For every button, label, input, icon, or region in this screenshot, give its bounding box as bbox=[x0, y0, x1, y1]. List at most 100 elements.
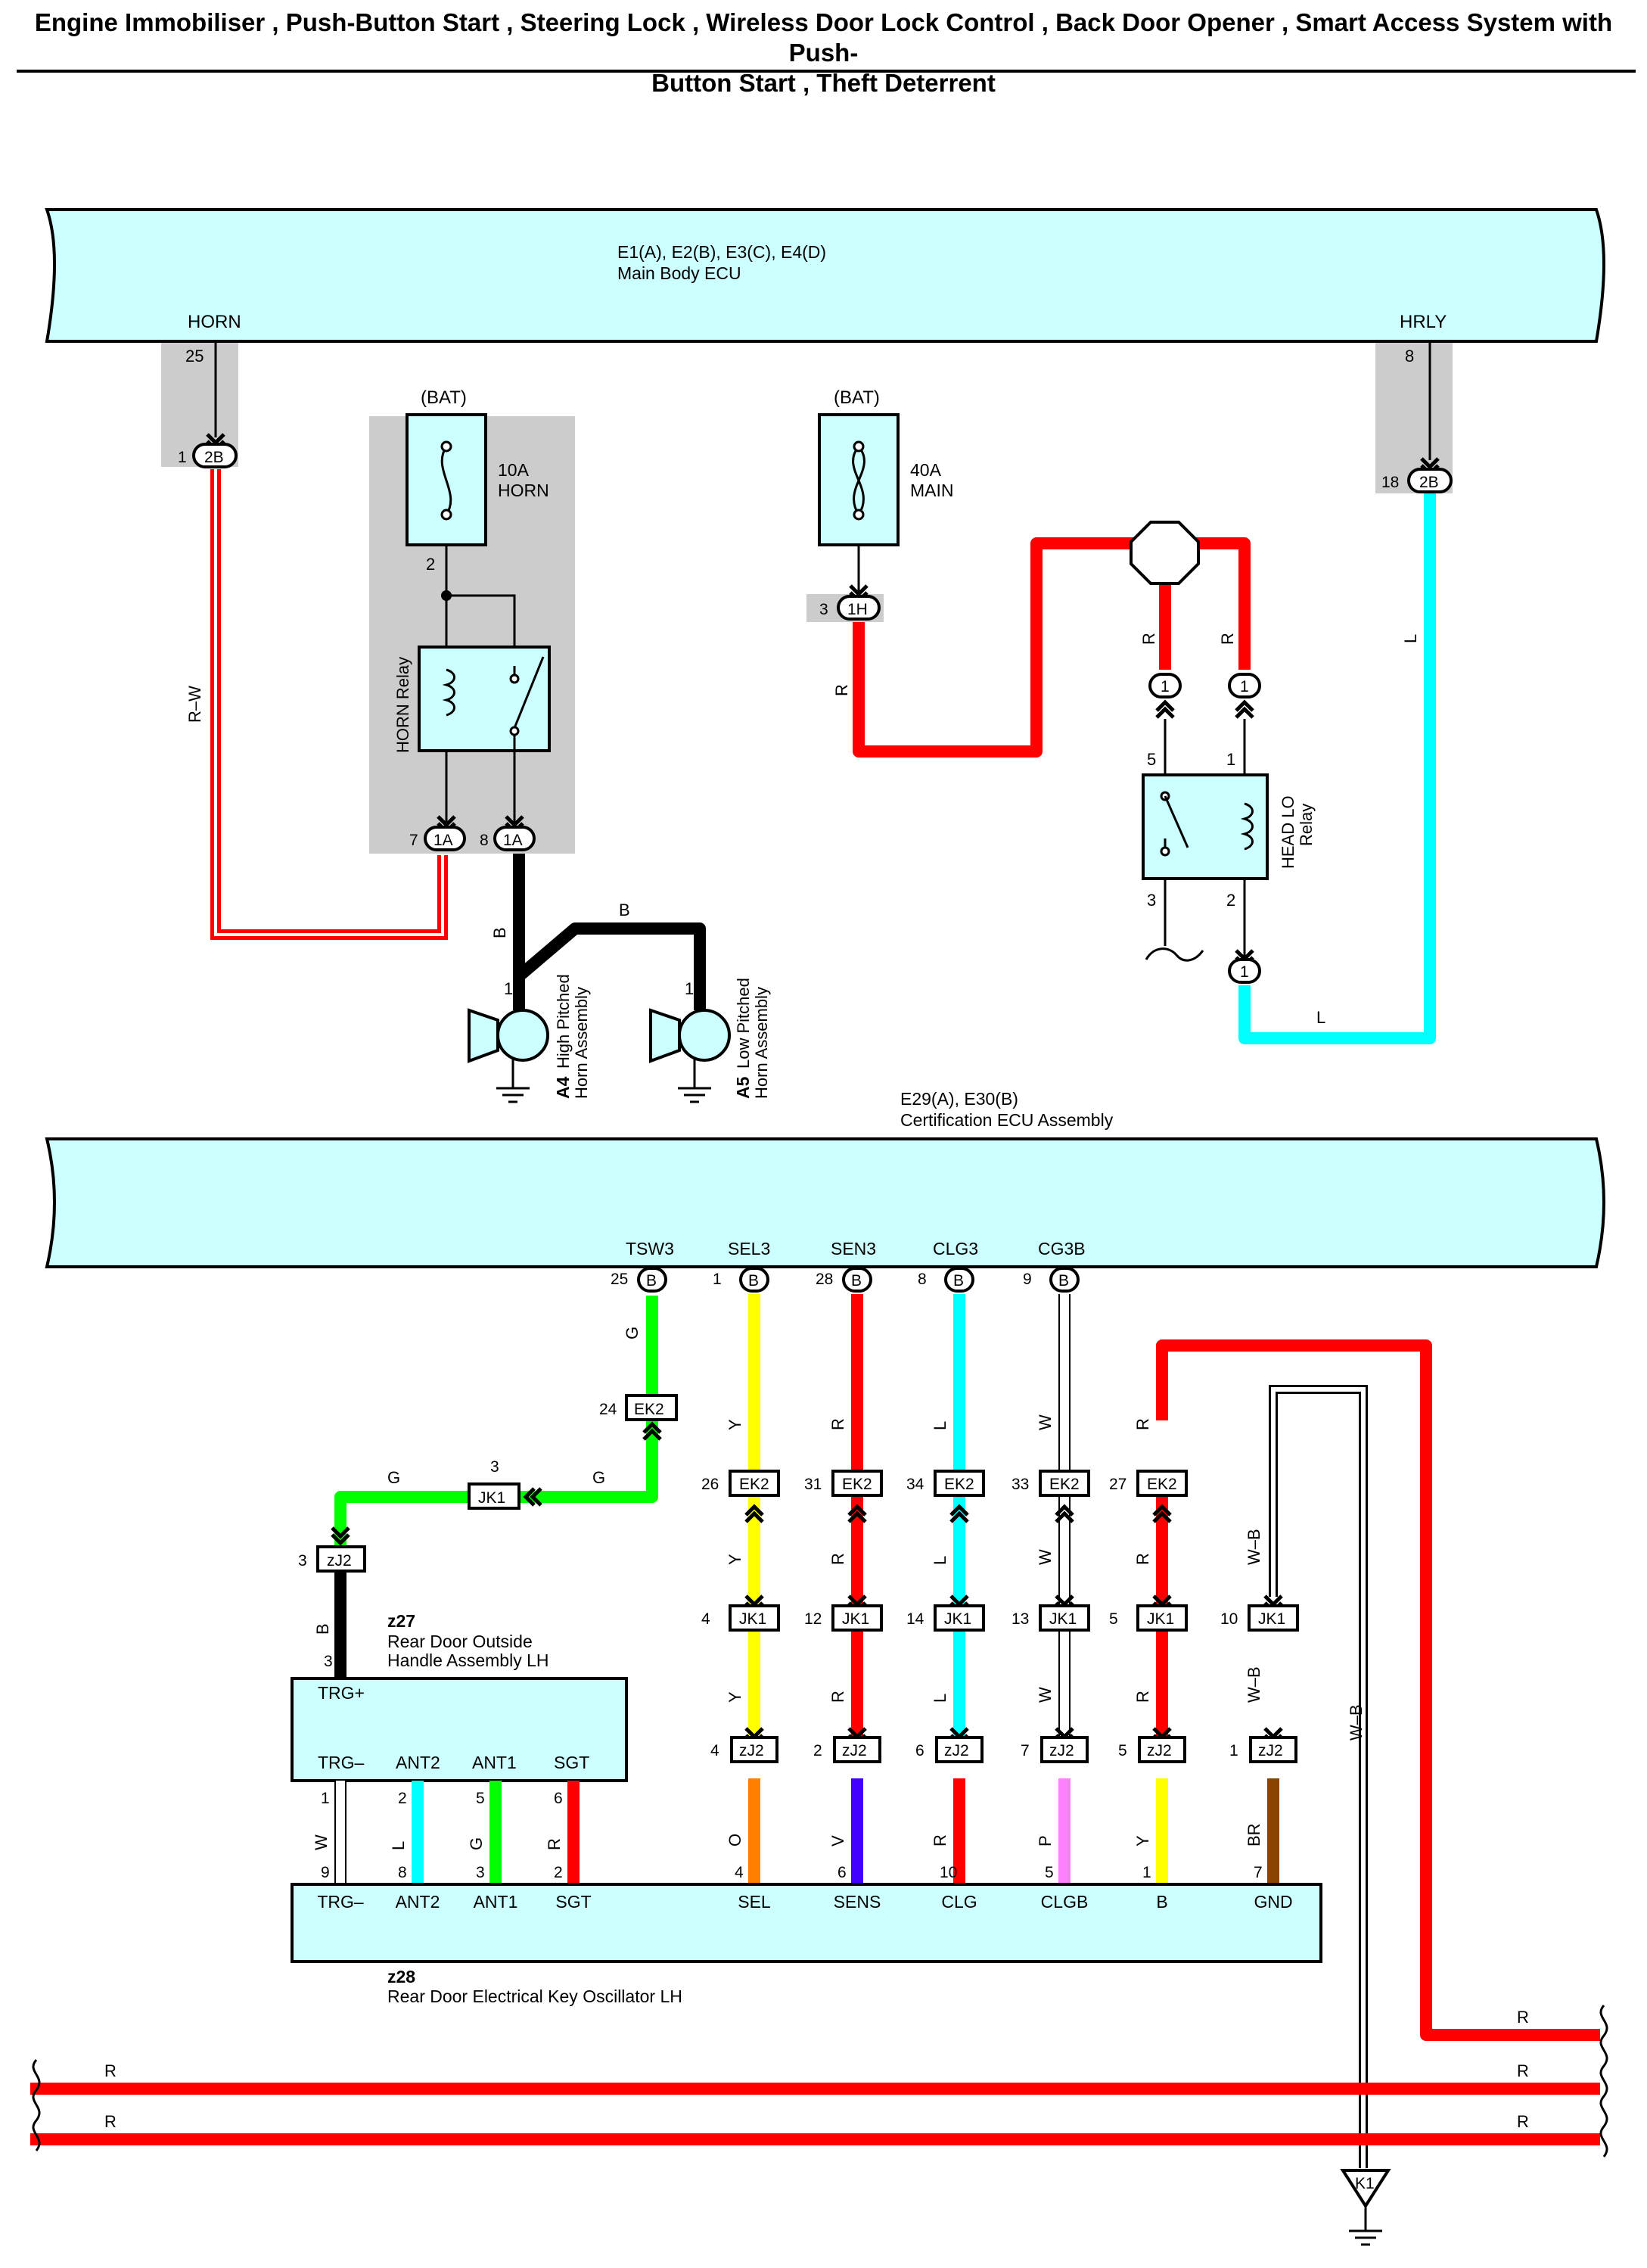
fuse-10a-amp: 10A bbox=[498, 460, 530, 480]
signal-wires: YEK226YJK14YzJ24O4REK231RJK112RzJ22V6LEK… bbox=[701, 1294, 1299, 1884]
connector-1-a bbox=[1148, 673, 1182, 698]
title-line-2: Button Start , Theft Deterrent bbox=[651, 69, 996, 97]
handle-pin-1-osc-num: 8 bbox=[398, 1864, 407, 1881]
col-2-wire-mid-label: L bbox=[931, 1556, 949, 1565]
col-0-wire-mid-label: Y bbox=[726, 1554, 744, 1565]
connector-zj2-tsw-label: zJ2 bbox=[327, 1552, 352, 1570]
col-0-zj2-label: zJ2 bbox=[739, 1742, 764, 1759]
col-3-jk1-label: JK1 bbox=[1049, 1610, 1077, 1628]
col-5-jk1-label: JK1 bbox=[1258, 1610, 1285, 1628]
col-0-wire-low-label: Y bbox=[726, 1691, 744, 1703]
col-4-jk1-label: JK1 bbox=[1147, 1610, 1174, 1628]
col-3-ek2 bbox=[1039, 1470, 1090, 1497]
connector-jk1-tsw-label: JK1 bbox=[478, 1489, 505, 1507]
handle-pin-1-num: 2 bbox=[398, 1790, 407, 1807]
col-1-zj2-num: 2 bbox=[813, 1742, 822, 1759]
handle-pin-2-osc-num: 3 bbox=[476, 1864, 485, 1881]
oscillator-z28: z28 Rear Door Electrical Key Oscillator … bbox=[291, 1883, 1322, 2006]
horn-pin-num: 25 bbox=[185, 347, 204, 366]
col-5-zj2-num: 1 bbox=[1229, 1742, 1238, 1759]
wire-r3-label: R bbox=[1218, 633, 1237, 645]
handle-pin-0-name: TRG– bbox=[318, 1753, 365, 1772]
handle-pin-3-wire-label: R bbox=[545, 1838, 564, 1850]
wire-b-label: B bbox=[490, 927, 509, 938]
handle-assembly-z27: z27 Rear Door Outside Handle Assembly LH… bbox=[291, 1611, 628, 1782]
col-2-wire-low-label: L bbox=[931, 1694, 949, 1703]
relay-pin2: 2 bbox=[1226, 891, 1235, 910]
col-0-jk1-num: 4 bbox=[701, 1610, 710, 1628]
col-1-jk1-num: 12 bbox=[804, 1610, 822, 1628]
connector-1-c-label: 1 bbox=[1240, 963, 1249, 981]
handle-pin-3-osc-num: 2 bbox=[554, 1864, 563, 1881]
cert-pin-3-num: 8 bbox=[918, 1271, 927, 1288]
connector-zj2-tsw-num: 3 bbox=[298, 1552, 307, 1570]
bus-wire-top-right: R bbox=[1517, 2008, 1529, 2027]
connector-jk1-tsw-num: 3 bbox=[490, 1458, 499, 1476]
cert-pin-4-num: 9 bbox=[1023, 1271, 1032, 1288]
wire-r2-label: R bbox=[1139, 633, 1158, 645]
ground-k1-label: K1 bbox=[1355, 2175, 1375, 2192]
horn-lo-pin: 1 bbox=[685, 979, 694, 998]
cert-pin-1-conn bbox=[739, 1267, 769, 1293]
cert-pin-0-name: TSW3 bbox=[626, 1239, 674, 1258]
tsw-wire-g3: G bbox=[387, 1468, 400, 1487]
col-5-osc-num: 7 bbox=[1254, 1864, 1263, 1881]
col-2-jk1-num: 14 bbox=[906, 1610, 924, 1628]
col-2-ek2-label: EK2 bbox=[944, 1476, 974, 1493]
col-0-zj2-num: 4 bbox=[710, 1742, 719, 1759]
bus-wire-bot-left: R bbox=[104, 2112, 117, 2131]
col-1-jk1 bbox=[831, 1604, 883, 1632]
junction-splice bbox=[1130, 521, 1200, 585]
head-lo-relay-name1: HEAD LO bbox=[1279, 795, 1297, 869]
horn-a5 bbox=[678, 1009, 731, 1062]
col-3-wire-low-label: W bbox=[1036, 1687, 1055, 1703]
connector-ek2-tsw-label: EK2 bbox=[634, 1401, 664, 1418]
cert-pin-3-conn-label: B bbox=[953, 1272, 964, 1290]
cert-pin-2-conn bbox=[842, 1267, 872, 1293]
horn-a4 bbox=[496, 1009, 549, 1062]
z27-name1: Rear Door Outside bbox=[387, 1632, 533, 1651]
col-5-wire-low-label: W–B bbox=[1245, 1666, 1263, 1703]
connector-1-c bbox=[1228, 958, 1261, 984]
handle-pin-3-name: SGT bbox=[554, 1753, 589, 1772]
connector-2b-hrly-num: 18 bbox=[1381, 474, 1399, 491]
cert-pin-1-name: SEL3 bbox=[728, 1239, 770, 1258]
main-body-ecu: E1(A), E2(B), E3(C), E4(D) Main Body ECU… bbox=[45, 208, 1605, 343]
cert-ecu-name: Certification ECU Assembly bbox=[900, 1110, 1114, 1130]
col-2-ek2-num: 34 bbox=[906, 1476, 924, 1493]
col-4-wire-low-label: R bbox=[1133, 1691, 1152, 1703]
fuse-out-num: 2 bbox=[426, 555, 435, 574]
connector-1-b bbox=[1228, 673, 1261, 698]
cert-ecu-code: E29(A), E30(B) bbox=[900, 1089, 1018, 1109]
col-1-ek2-label: EK2 bbox=[842, 1476, 872, 1493]
col-2-zj2 bbox=[935, 1736, 984, 1763]
osc-label-5: SENS bbox=[834, 1892, 881, 1912]
z28-name: Rear Door Electrical Key Oscillator LH bbox=[387, 1986, 682, 2006]
col-3-zj2-num: 7 bbox=[1021, 1742, 1030, 1759]
horn-a4-name2: Horn Assembly bbox=[572, 987, 591, 1099]
horn-relay-label: HORN Relay bbox=[393, 657, 412, 753]
bus-wire-bot-right: R bbox=[1517, 2112, 1529, 2131]
col-4-zj2-num: 5 bbox=[1118, 1742, 1127, 1759]
certification-ecu: E29(A), E30(B) Certification ECU Assembl… bbox=[45, 1089, 1605, 1268]
col-1-osc-num: 6 bbox=[837, 1864, 847, 1881]
col-3-wire-mid-label: W bbox=[1036, 1549, 1055, 1565]
osc-label-4: SEL bbox=[738, 1892, 771, 1912]
handle-pin-0-num: 1 bbox=[321, 1790, 330, 1807]
col-0-osc-num: 4 bbox=[735, 1864, 744, 1881]
connector-1h-label: 1H bbox=[847, 601, 868, 618]
diagram-title: Engine Immobiliser , Push-Button Start ,… bbox=[0, 8, 1647, 98]
col-3-jk1 bbox=[1039, 1604, 1090, 1632]
cert-pin-0-num: 25 bbox=[611, 1271, 628, 1288]
wire-r-label: R bbox=[832, 684, 851, 696]
cert-pin-4-conn-label: B bbox=[1058, 1272, 1069, 1290]
col-3-wire-bot-label: P bbox=[1036, 1835, 1055, 1846]
cert-pin-2-conn-label: B bbox=[851, 1272, 862, 1290]
handle-pin-0-wire-label: W bbox=[312, 1834, 331, 1850]
col-3-wire-top-label: W bbox=[1036, 1414, 1055, 1430]
z27-name2: Handle Assembly LH bbox=[387, 1650, 549, 1670]
col-2-wire-bot-label: R bbox=[931, 1834, 949, 1846]
head-lo-circuit: (BAT) 40A MAIN 1H 3 R R R 1 1 5 1 bbox=[806, 343, 1453, 1044]
